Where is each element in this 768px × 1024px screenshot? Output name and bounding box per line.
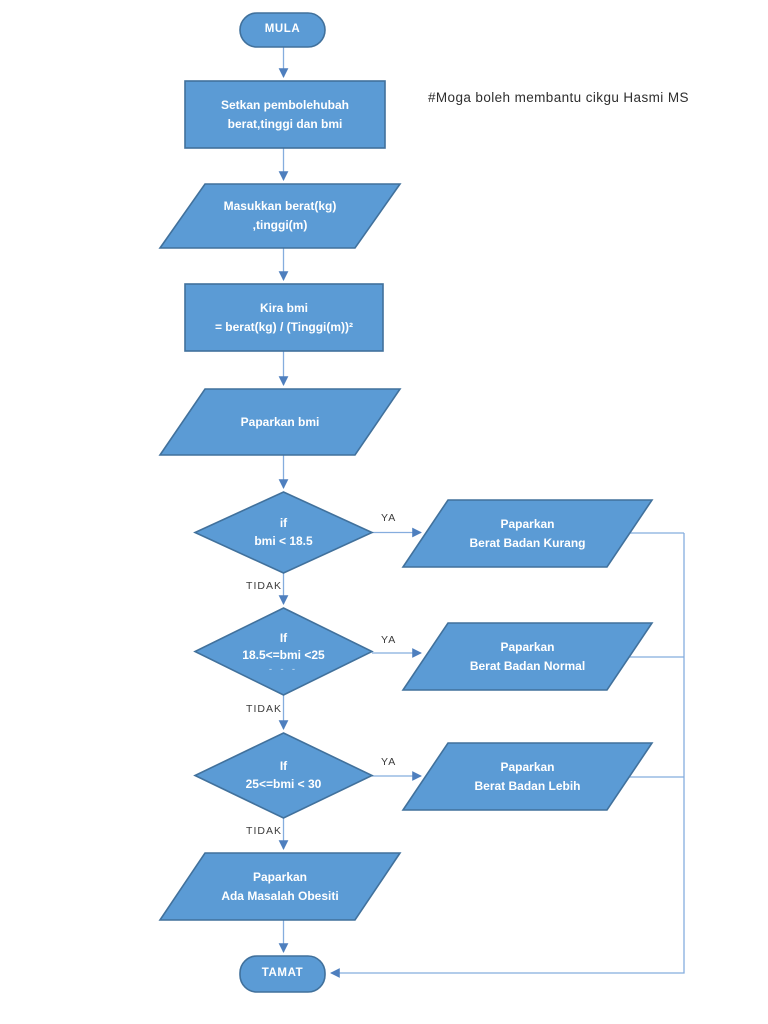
yes-label-check3: YA bbox=[381, 756, 397, 768]
output-underweight-parallelogram-shape bbox=[401, 499, 654, 568]
output-obese-parallelogram-shape bbox=[158, 852, 402, 921]
author-comment: #Moga boleh membantu cikgu Hasmi MS bbox=[428, 90, 689, 105]
calc-process-shape bbox=[184, 283, 384, 352]
start-terminator-shape bbox=[239, 12, 326, 48]
output-overweight-parallelogram-shape bbox=[401, 742, 654, 811]
no-label-check2: TIDAK bbox=[246, 703, 282, 715]
output-normal-parallelogram-shape bbox=[401, 622, 654, 691]
check-normal-diamond-shape bbox=[193, 607, 374, 696]
no-label-check3: TIDAK bbox=[246, 825, 282, 837]
connector-return-to-end bbox=[330, 533, 685, 978]
yes-label-check1: YA bbox=[381, 512, 397, 524]
check-overweight-diamond-shape bbox=[193, 732, 374, 819]
display-bmi-parallelogram-shape bbox=[158, 388, 402, 456]
yes-label-check2: YA bbox=[381, 634, 397, 646]
setvars-process-shape bbox=[184, 80, 386, 149]
check-underweight-diamond-shape bbox=[193, 491, 374, 574]
no-label-check1: TIDAK bbox=[246, 580, 282, 592]
end-terminator-shape bbox=[239, 955, 326, 993]
input-parallelogram-shape bbox=[158, 183, 402, 249]
